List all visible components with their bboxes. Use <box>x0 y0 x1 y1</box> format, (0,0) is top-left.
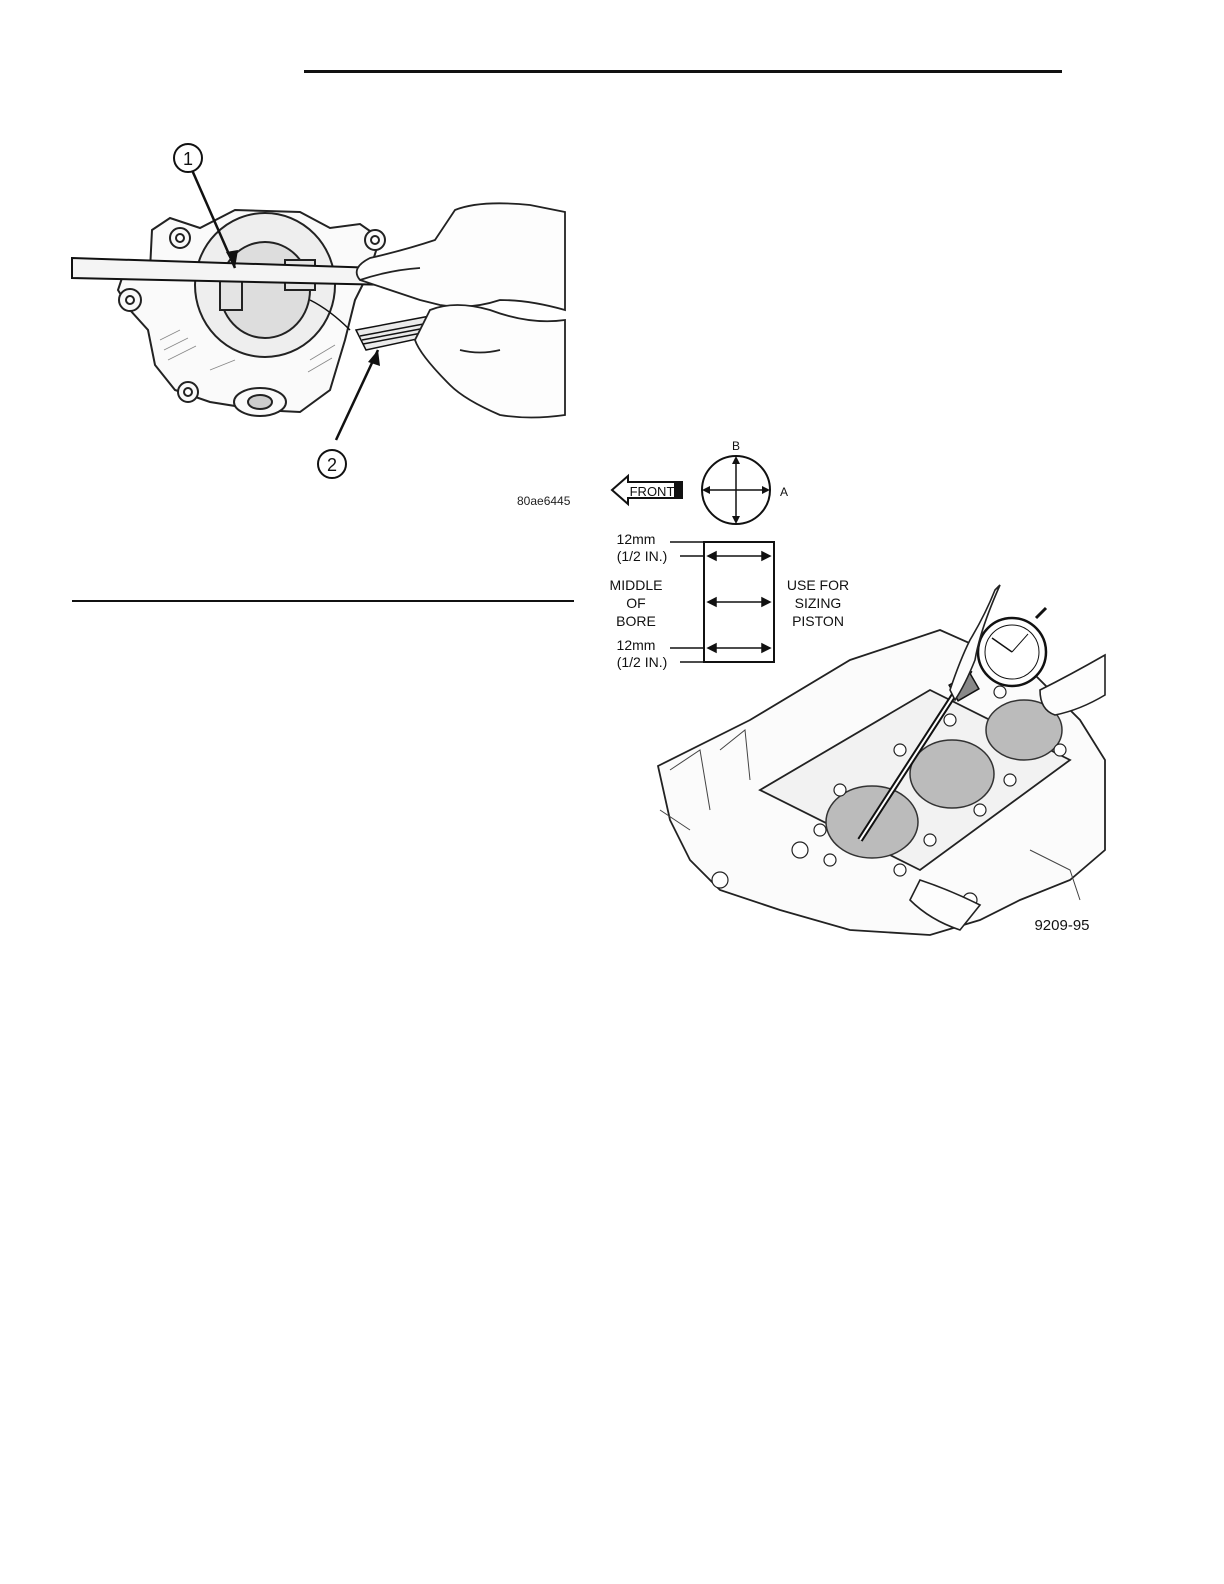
bore-measurement-diagram: FRONT B A 12mm ( <box>600 430 1110 940</box>
figure-1-code: 80ae6445 <box>517 494 570 508</box>
callout-2-label: 2 <box>327 455 337 475</box>
use-label-1: USE FOR <box>787 577 849 593</box>
axis-a-label: A <box>780 485 788 499</box>
middle-label-1: MIDDLE <box>610 577 663 593</box>
callout-1-label: 1 <box>183 149 193 169</box>
top-measure: 12mm <box>617 531 656 547</box>
figure-oil-pump-clearance: 1 2 80ae6445 <box>60 140 580 520</box>
middle-label-2: OF <box>626 595 645 611</box>
figure-2-code: 9209-95 <box>1034 917 1089 934</box>
top-measure-in: (1/2 IN.) <box>617 548 668 564</box>
column-rule <box>72 600 574 602</box>
oil-pump-illustration: 1 2 <box>60 140 580 520</box>
bottom-measure-in: (1/2 IN.) <box>617 654 668 670</box>
figure-bore-measurement: FRONT B A 12mm ( <box>600 430 1110 940</box>
axis-b-label: B <box>732 439 740 453</box>
use-label-3: PISTON <box>792 613 844 629</box>
bottom-measure: 12mm <box>617 637 656 653</box>
front-label: FRONT <box>630 484 675 499</box>
use-label-2: SIZING <box>795 595 842 611</box>
middle-label-3: BORE <box>616 613 656 629</box>
header-rule <box>304 70 1062 73</box>
